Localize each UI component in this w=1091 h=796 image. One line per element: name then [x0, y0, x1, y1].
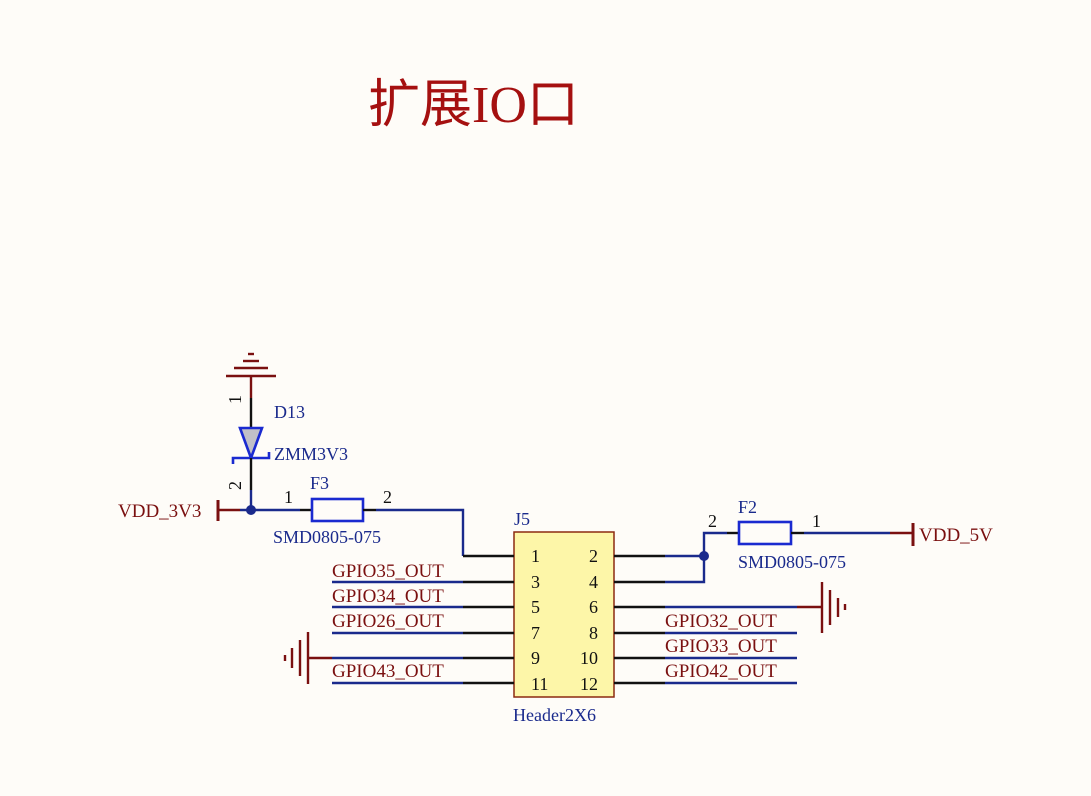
f2-value: SMD0805-075 — [738, 552, 846, 572]
j5-pin-4: 4 — [589, 572, 598, 592]
net-label-gpio35-out[interactable]: GPIO35_OUT — [332, 561, 444, 582]
gnd-symbol-top — [226, 352, 276, 398]
j5-pin-9: 9 — [531, 648, 540, 668]
vdd-5v-port — [890, 523, 915, 546]
j5-header-body[interactable] — [513, 531, 615, 698]
j5-value: Header2X6 — [513, 705, 596, 725]
j5-pin-12: 12 — [580, 674, 598, 694]
j5-pin-2: 2 — [589, 546, 598, 566]
f3-designator: F3 — [310, 473, 329, 493]
vdd-3v3-label: VDD_3V3 — [118, 501, 201, 522]
j5-pin-7: 7 — [531, 623, 540, 643]
d13-pin2-number: 2 — [225, 481, 245, 490]
net-label-gpio43-out[interactable]: GPIO43_OUT — [332, 661, 444, 682]
f2-pin2-number: 2 — [708, 511, 717, 531]
j5-pin-3: 3 — [531, 572, 540, 592]
vdd-3v3-port — [216, 500, 240, 521]
junction-dot-3v3 — [246, 505, 256, 515]
fuse-f2[interactable] — [727, 520, 804, 546]
f2-designator: F2 — [738, 497, 757, 517]
fuse-f3[interactable] — [300, 497, 376, 523]
j5-left-pins — [463, 554, 514, 685]
net-label-gpio26-out[interactable]: GPIO26_OUT — [332, 611, 444, 632]
f3-pin1-number: 1 — [284, 487, 293, 507]
net-label-gpio34-out[interactable]: GPIO34_OUT — [332, 586, 444, 607]
j5-pin-10: 10 — [580, 648, 598, 668]
net-label-gpio32-out[interactable]: GPIO32_OUT — [665, 611, 777, 632]
sheet-title: 扩展IO口 — [368, 77, 579, 134]
d13-pin1-number: 1 — [225, 395, 245, 404]
j5-pin-6: 6 — [589, 597, 598, 617]
gnd-symbol-right — [797, 582, 847, 633]
net-label-gpio42-out[interactable]: GPIO42_OUT — [665, 661, 777, 682]
vdd-5v-label: VDD_5V — [919, 525, 993, 546]
net-label-gpio33-out[interactable]: GPIO33_OUT — [665, 636, 777, 657]
gnd-symbol-left — [283, 632, 332, 684]
wire-pin4-to-f2 — [665, 531, 727, 584]
d13-value: ZMM3V3 — [274, 444, 348, 464]
j5-right-pins — [614, 554, 665, 685]
junction-dot-5v — [699, 551, 709, 561]
f3-pin2-number: 2 — [383, 487, 392, 507]
j5-pin-8: 8 — [589, 623, 598, 643]
f3-value: SMD0805-075 — [273, 527, 381, 547]
wire-f3-to-j5 — [376, 508, 465, 556]
j5-designator: J5 — [514, 509, 530, 529]
d13-designator: D13 — [274, 402, 305, 422]
j5-pin-1: 1 — [531, 546, 540, 566]
zener-diode-d13[interactable] — [231, 398, 271, 510]
f2-pin1-number: 1 — [812, 511, 821, 531]
j5-pin-5: 5 — [531, 597, 540, 617]
j5-pin-11: 11 — [531, 674, 548, 694]
